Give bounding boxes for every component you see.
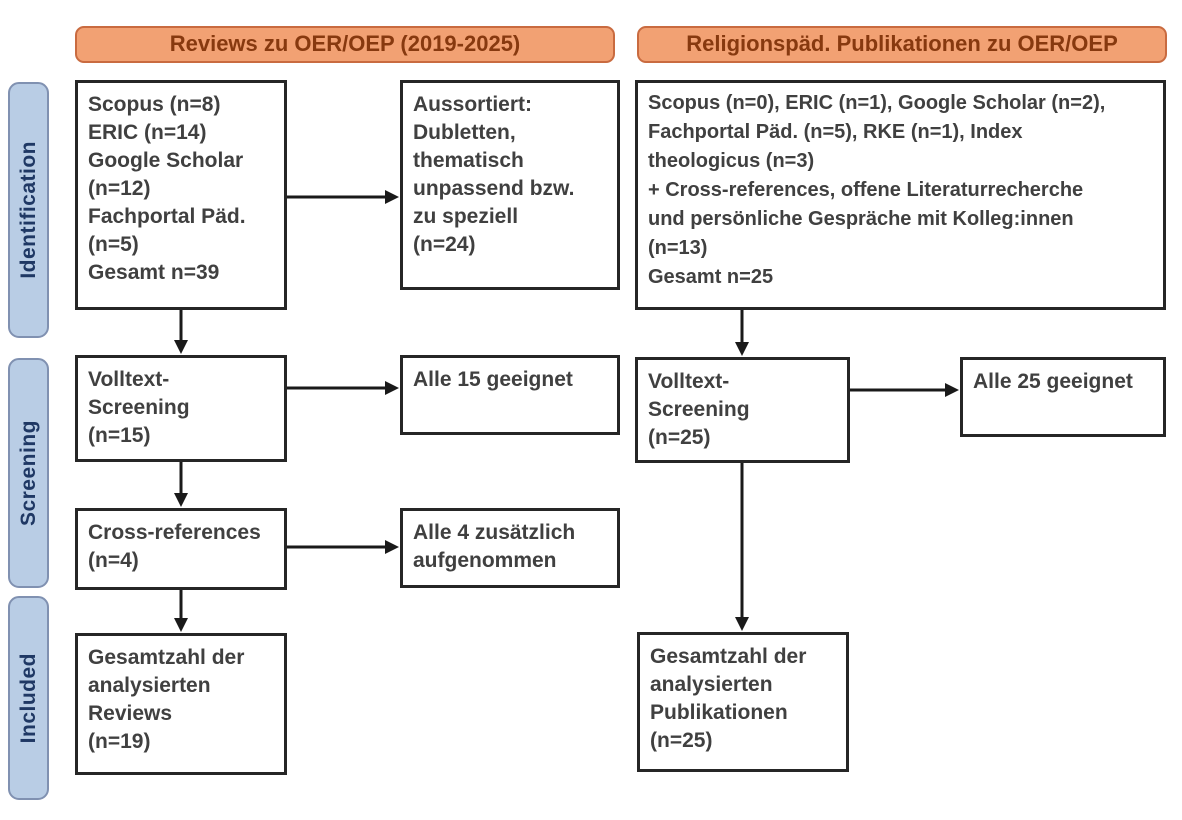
left-fulltext-screening-box: Volltext- Screening (n=15) <box>75 355 287 462</box>
phase-identification-label: Identification <box>16 141 40 279</box>
phase-identification: Identification <box>8 82 49 338</box>
right-included-total-box: Gesamtzahl der analysierten Publikatione… <box>637 632 849 772</box>
left-excluded-box: Aussortiert: Dubletten, thematisch unpas… <box>400 80 620 290</box>
left-crossreferences-box: Cross-references (n=4) <box>75 508 287 590</box>
phase-included: Included <box>8 596 49 800</box>
phase-included-label: Included <box>16 652 40 744</box>
right-fulltext-screening-box: Volltext- Screening (n=25) <box>635 357 850 463</box>
right-eligible-box: Alle 25 geeignet <box>960 357 1166 437</box>
left-included-total-box: Gesamtzahl der analysierten Reviews (n=1… <box>75 633 287 775</box>
right-identification-sources-box: Scopus (n=0), ERIC (n=1), Google Scholar… <box>635 80 1166 310</box>
column-header-reviews: Reviews zu OER/OEP (2019-2025) <box>75 26 615 63</box>
phase-screening: Screening <box>8 358 49 588</box>
column-header-religionspaed: Religionspäd. Publikationen zu OER/OEP <box>637 26 1167 63</box>
left-identification-sources-box: Scopus (n=8) ERIC (n=14) Google Scholar … <box>75 80 287 310</box>
left-eligible-box: Alle 15 geeignet <box>400 355 620 435</box>
left-added-box: Alle 4 zusätzlich aufgenommen <box>400 508 620 588</box>
phase-screening-label: Screening <box>16 419 40 527</box>
